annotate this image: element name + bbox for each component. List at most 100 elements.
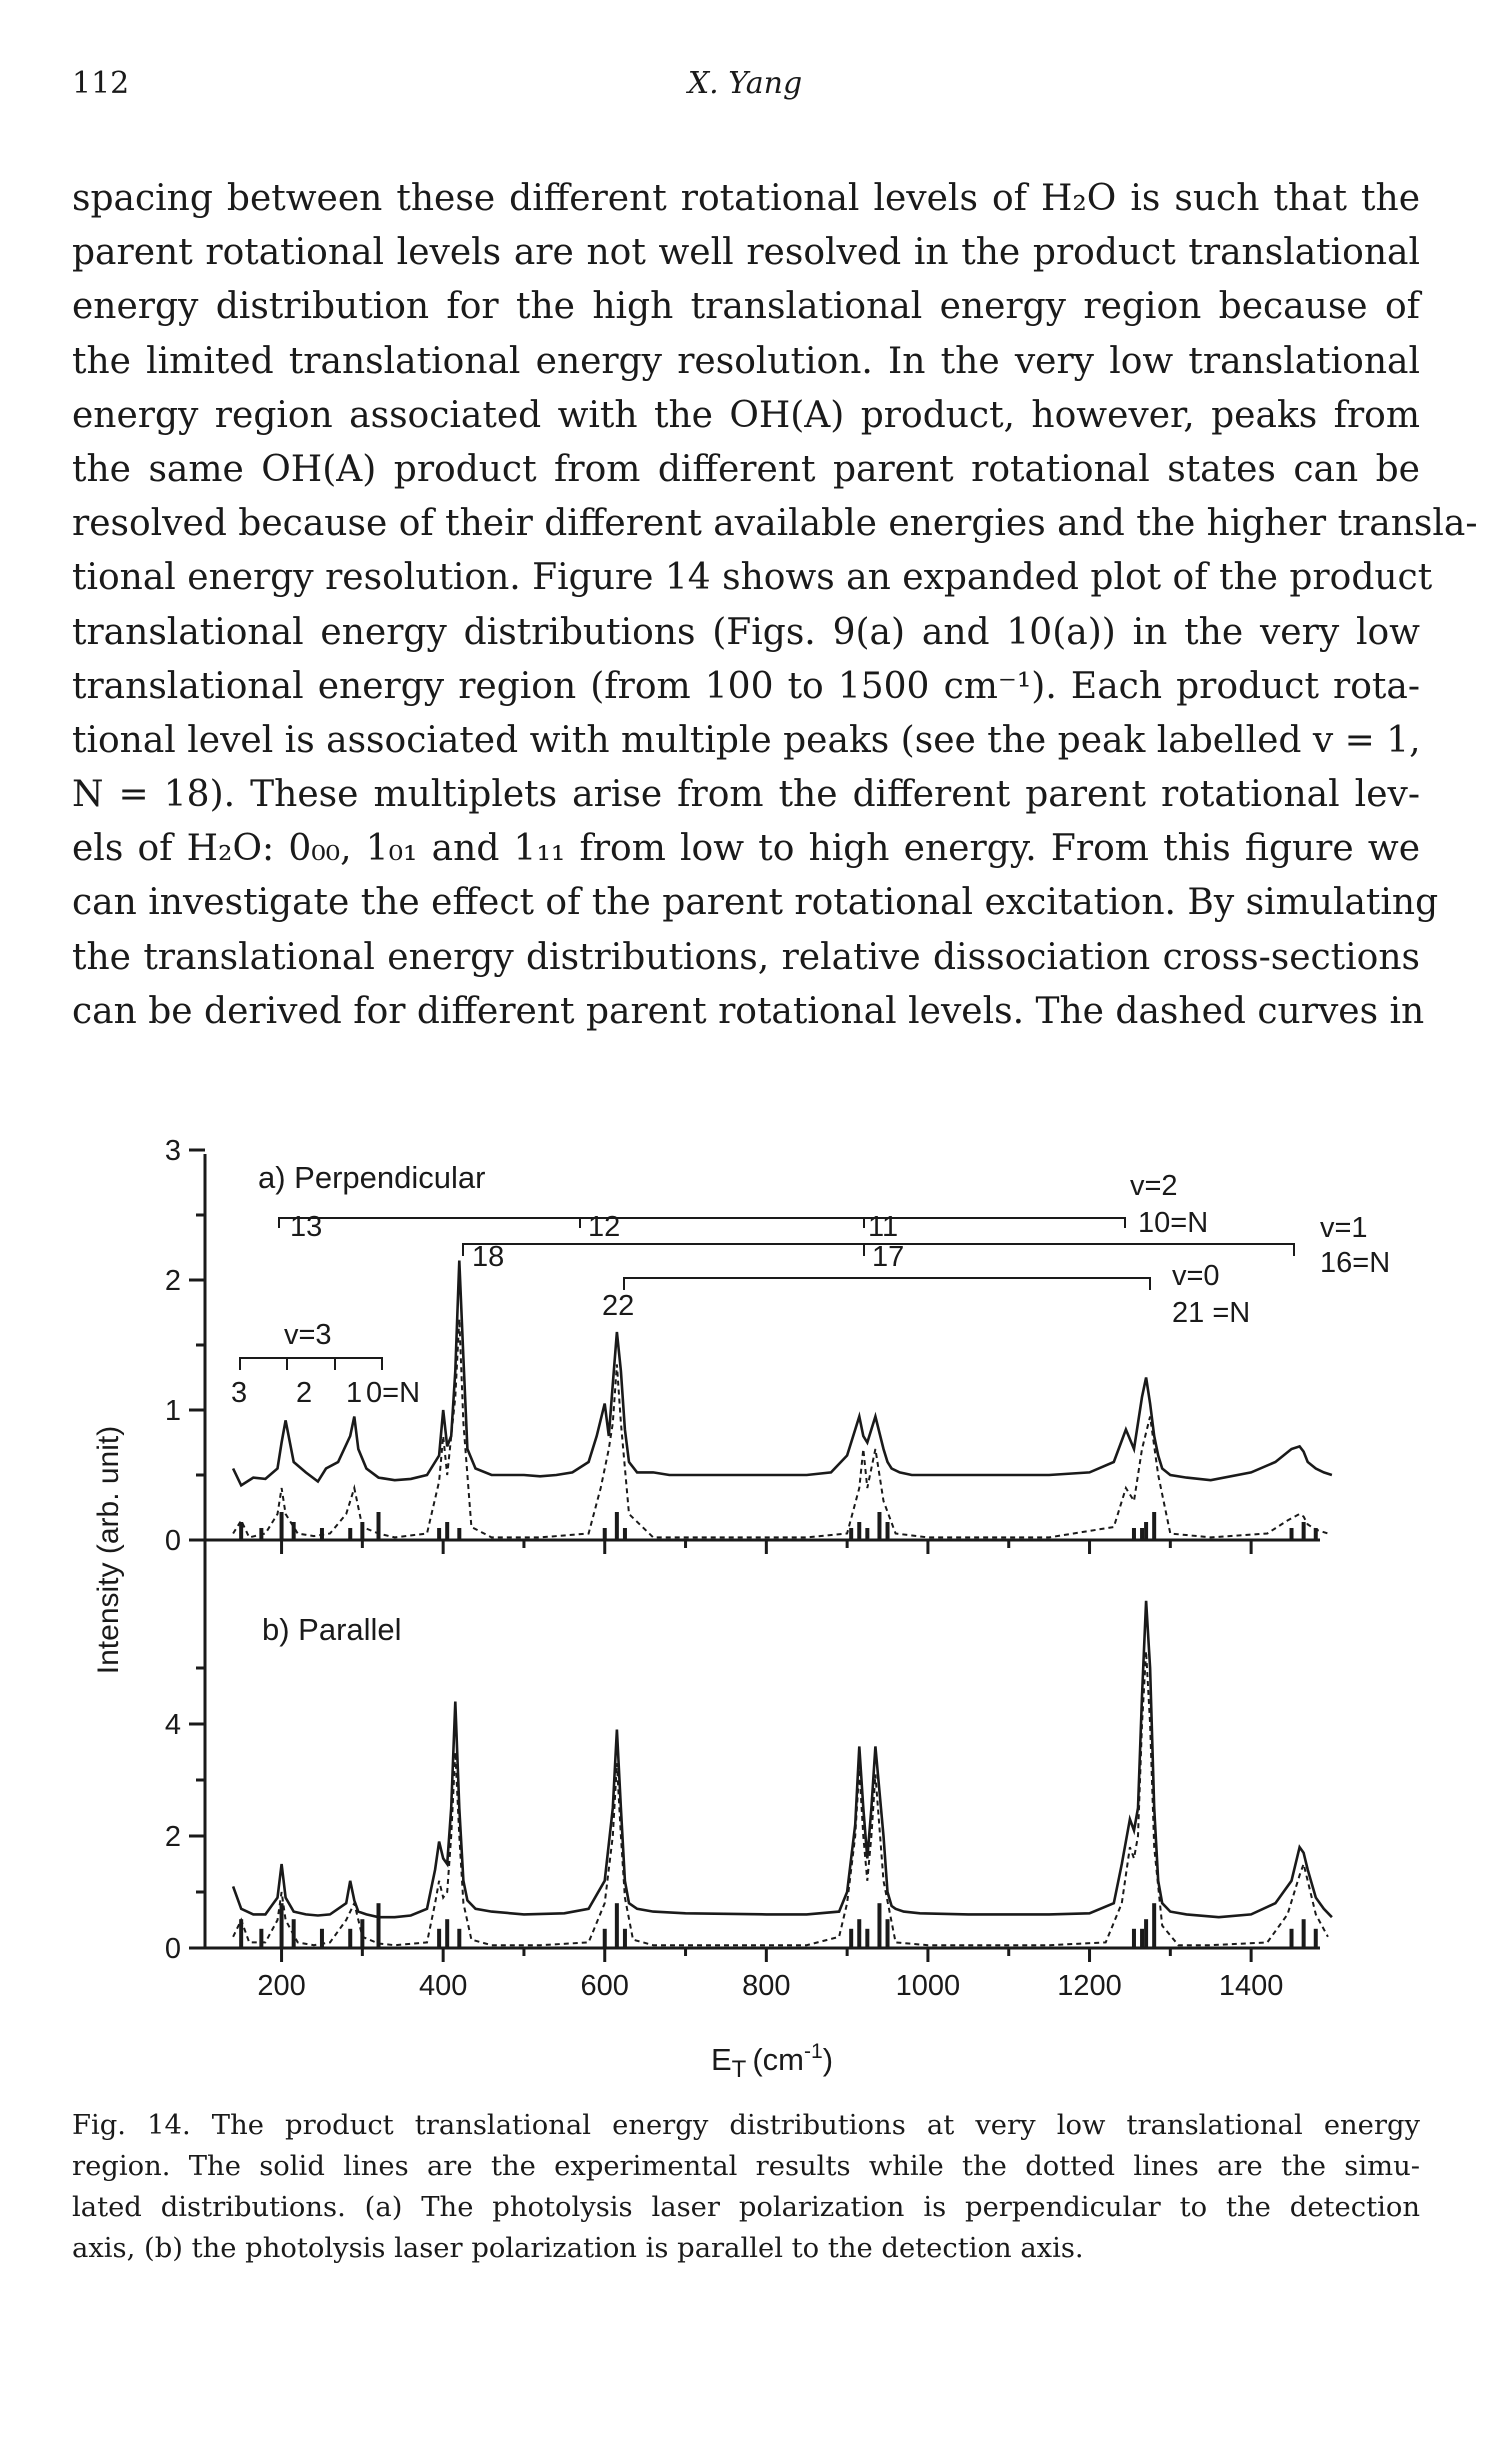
body-line: N = 18). These multiplets arise from the… (72, 774, 1420, 816)
label-seq-3: 3 (231, 1377, 247, 1409)
panel-a-title: a) Perpendicular (258, 1160, 485, 1195)
stick-mark (360, 1919, 365, 1948)
body-line: parent rotational levels are not well re… (72, 232, 1420, 274)
stick-mark (239, 1919, 244, 1948)
label-n10: 10=N (1138, 1207, 1208, 1239)
stick-mark (348, 1528, 353, 1540)
page-number: 112 (72, 66, 130, 101)
stick-mark (445, 1522, 450, 1540)
bracket-v3 (239, 1357, 383, 1370)
body-line: resolved because of their different avai… (72, 503, 1478, 545)
label-v0: v=0 (1172, 1260, 1220, 1292)
caption-line: Fig. 14. The product translational energ… (72, 2110, 1420, 2141)
caption-line: region. The solid lines are the experime… (72, 2151, 1420, 2182)
y-tick-label: 0 (165, 1525, 181, 1557)
stick-mark (1131, 1528, 1136, 1540)
x-tick-label: 1400 (1219, 1970, 1284, 2002)
stick-mark (885, 1522, 890, 1540)
stick-mark (877, 1512, 882, 1540)
x-axis-label-unit: (cm (752, 2042, 804, 2077)
body-line: translational energy distributions (Figs… (72, 611, 1420, 653)
x-tick-label: 600 (581, 1970, 629, 2002)
body-line: the translational energy distributions, … (72, 936, 1420, 978)
stick-mark (1152, 1512, 1157, 1540)
body-line: spacing between these different rotation… (72, 178, 1420, 219)
panel-b-dashed-curve (232, 1651, 1329, 1947)
y-tick-label: 2 (165, 1265, 181, 1297)
label-v1: v=1 (1320, 1212, 1368, 1244)
label-seq-1: 1 (346, 1377, 362, 1409)
body-line: tional level is associated with multiple… (72, 719, 1421, 761)
stick-mark (437, 1928, 442, 1948)
label-seq-2: 2 (296, 1377, 312, 1409)
stick-mark (239, 1522, 244, 1540)
x-axis-label-close: ) (823, 2042, 833, 2077)
panel-b-title: b) Parallel (262, 1612, 402, 1647)
stick-mark (622, 1528, 627, 1540)
x-axis-label-sup: -1 (804, 2040, 823, 2063)
stick-mark (1140, 1928, 1145, 1948)
stick-mark (1313, 1528, 1318, 1540)
stick-mark (360, 1522, 365, 1540)
stick-mark (1313, 1928, 1318, 1948)
stick-mark (279, 1512, 284, 1540)
stick-mark (319, 1528, 324, 1540)
label-v3: v=3 (284, 1319, 332, 1351)
stick-mark (1131, 1928, 1136, 1948)
stick-mark (291, 1919, 296, 1948)
panel-a-solid-curve (231, 1260, 1333, 1488)
bracket-v1 (462, 1243, 1295, 1256)
label-13: 13 (290, 1211, 322, 1243)
stick-mark (319, 1928, 324, 1948)
body-line: can investigate the effect of the parent… (72, 882, 1439, 924)
label-n21: 21 =N (1172, 1297, 1250, 1329)
y-axis-label: Intensity (arb. unit) (92, 1426, 125, 1674)
label-v2: v=2 (1130, 1170, 1178, 1202)
body-line: translational energy region (from 100 to… (72, 665, 1420, 707)
label-22: 22 (602, 1290, 634, 1322)
stick-mark (865, 1928, 870, 1948)
label-seq-0: 0=N (366, 1377, 420, 1409)
x-tick-label: 200 (257, 1970, 305, 2002)
body-line: energy distribution for the high transla… (72, 286, 1420, 328)
label-18: 18 (472, 1241, 504, 1273)
stick-mark (1301, 1919, 1306, 1948)
caption-line: axis, (b) the photolysis laser polarizat… (72, 2233, 1084, 2264)
y-tick-label: 4 (165, 1709, 181, 1741)
stick-mark (279, 1903, 284, 1948)
body-line: the same OH(A) product from different pa… (72, 448, 1420, 490)
stick-mark (622, 1928, 627, 1948)
stick-mark (865, 1528, 870, 1540)
body-line: can be derived for different parent rota… (72, 990, 1425, 1032)
stick-mark (877, 1903, 882, 1948)
bracket-v2 (278, 1217, 1126, 1228)
stick-mark (1140, 1528, 1145, 1540)
stick-mark (376, 1903, 381, 1948)
body-line: els of H₂O: 0₀₀, 1₀₁ and 1₁₁ from low to… (72, 828, 1420, 870)
stick-mark (457, 1928, 462, 1948)
stick-mark (437, 1528, 442, 1540)
x-tick-label: 400 (419, 1970, 467, 2002)
label-11: 11 (868, 1211, 898, 1243)
x-axis-label: ET(cm-1) (711, 2040, 833, 2083)
label-12: 12 (588, 1211, 620, 1243)
x-axis-label-sub: T (732, 2056, 747, 2083)
stick-mark (857, 1522, 862, 1540)
y-tick-label: 0 (165, 1933, 181, 1965)
body-line: tional energy resolution. Figure 14 show… (72, 557, 1433, 599)
stick-mark (602, 1528, 607, 1540)
stick-mark (885, 1919, 890, 1948)
stick-mark (291, 1522, 296, 1540)
label-n16: 16=N (1320, 1247, 1390, 1279)
stick-mark (857, 1919, 862, 1948)
y-tick-label: 2 (165, 1821, 181, 1853)
stick-mark (376, 1512, 381, 1540)
stick-mark (259, 1928, 264, 1948)
stick-mark (1289, 1928, 1294, 1948)
stick-mark (602, 1928, 607, 1948)
figure-caption: Fig. 14. The product translational energ… (72, 2105, 1420, 2269)
caption-line: lated distributions. (a) The photolysis … (72, 2192, 1420, 2223)
stick-mark (1152, 1903, 1157, 1948)
x-tick-label: 800 (742, 1970, 790, 2002)
